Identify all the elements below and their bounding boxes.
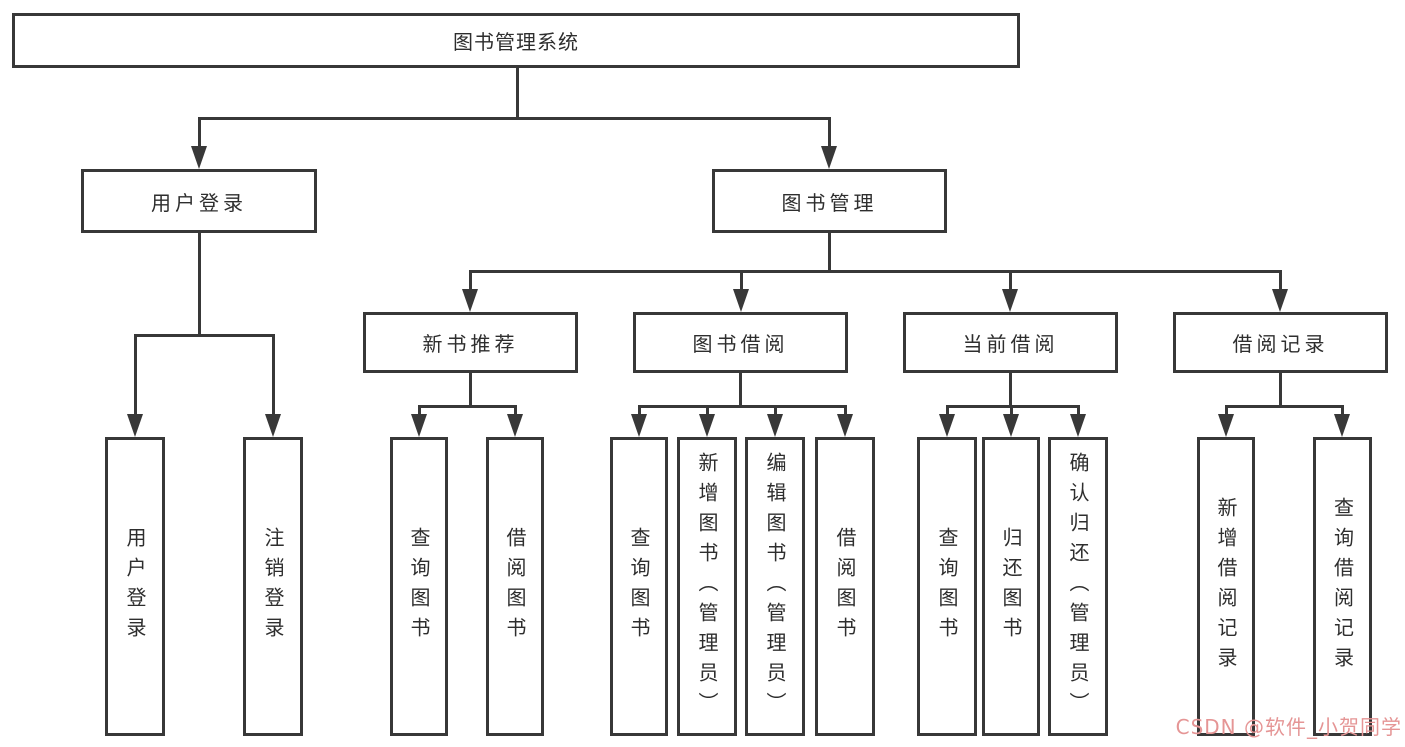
leaf-borrow-books-recommend: 借阅图书 [486, 437, 544, 736]
connector-stem [828, 117, 831, 149]
arrow-down-icon [462, 289, 478, 312]
arrow-down-icon [507, 414, 523, 437]
watermark-text: CSDN @软件_小贺同学 [1175, 715, 1402, 739]
arrow-down-icon [1070, 414, 1086, 437]
arrow-down-icon [767, 414, 783, 437]
connector-bookmgmt-hline [469, 270, 1282, 273]
connector-stem [774, 405, 777, 417]
connector-stem [1077, 405, 1080, 417]
arrow-down-icon [631, 414, 647, 437]
connector-current-hline [946, 405, 1080, 408]
node-book-management: 图书管理 [712, 169, 947, 233]
arrow-down-icon [1002, 289, 1018, 312]
connector-stem [272, 334, 275, 417]
connector-recommend-vline [469, 373, 472, 407]
node-user-login: 用户登录 [81, 169, 317, 233]
leaf-return-books: 归还图书 [982, 437, 1040, 736]
connector-stem [1010, 405, 1013, 417]
connector-recommend-hline [418, 405, 517, 408]
connector-userlogin-vline [198, 233, 201, 336]
arrow-down-icon [837, 414, 853, 437]
connector-borrowing-vline [739, 373, 742, 407]
connector-stem [134, 334, 137, 417]
leaf-confirm-return-admin: 确认归还（管理员） [1048, 437, 1108, 736]
connector-stem [198, 117, 201, 149]
connector-stem [1009, 270, 1012, 292]
connector-bookmgmt-vline [828, 233, 831, 272]
leaf-edit-books-admin: 编辑图书（管理员） [745, 437, 805, 736]
connector-stem [946, 405, 949, 417]
arrow-down-icon [191, 146, 207, 169]
arrow-down-icon [821, 146, 837, 169]
arrow-down-icon [699, 414, 715, 437]
connector-stem [418, 405, 421, 417]
connector-stem [1225, 405, 1228, 417]
arrow-down-icon [733, 289, 749, 312]
arrow-down-icon [1334, 414, 1350, 437]
connector-borrowing-hline [638, 405, 847, 408]
leaf-user-login: 用户登录 [105, 437, 165, 736]
leaf-query-books-borrowing: 查询图书 [610, 437, 668, 736]
connector-stem [514, 405, 517, 417]
connector-userlogin-hline [134, 334, 275, 337]
connector-stem [740, 270, 743, 292]
node-current-borrowing: 当前借阅 [903, 312, 1118, 373]
connector-root-vline [516, 68, 519, 119]
leaf-add-borrow-record: 新增借阅记录 [1197, 437, 1255, 736]
arrow-down-icon [127, 414, 143, 437]
connector-stem [1341, 405, 1344, 417]
leaf-query-books-recommend: 查询图书 [390, 437, 448, 736]
arrow-down-icon [1003, 414, 1019, 437]
leaf-query-borrow-record: 查询借阅记录 [1313, 437, 1372, 736]
node-book-borrowing: 图书借阅 [633, 312, 848, 373]
connector-stem [1279, 270, 1282, 292]
connector-stem [469, 270, 472, 292]
arrow-down-icon [939, 414, 955, 437]
leaf-borrow-books-borrowing: 借阅图书 [815, 437, 875, 736]
node-root: 图书管理系统 [12, 13, 1020, 68]
arrow-down-icon [1272, 289, 1288, 312]
arrow-down-icon [411, 414, 427, 437]
connector-records-vline [1279, 373, 1282, 407]
connector-current-vline [1009, 373, 1012, 407]
arrow-down-icon [265, 414, 281, 437]
connector-stem [638, 405, 641, 417]
connector-root-hline [198, 117, 831, 120]
leaf-query-books-current: 查询图书 [917, 437, 977, 736]
arrow-down-icon [1218, 414, 1234, 437]
connector-records-hline [1225, 405, 1344, 408]
leaf-logout: 注销登录 [243, 437, 303, 736]
node-new-book-recommend: 新书推荐 [363, 312, 578, 373]
node-borrow-records: 借阅记录 [1173, 312, 1388, 373]
connector-stem [706, 405, 709, 417]
connector-stem [844, 405, 847, 417]
leaf-add-books-admin: 新增图书（管理员） [677, 437, 737, 736]
